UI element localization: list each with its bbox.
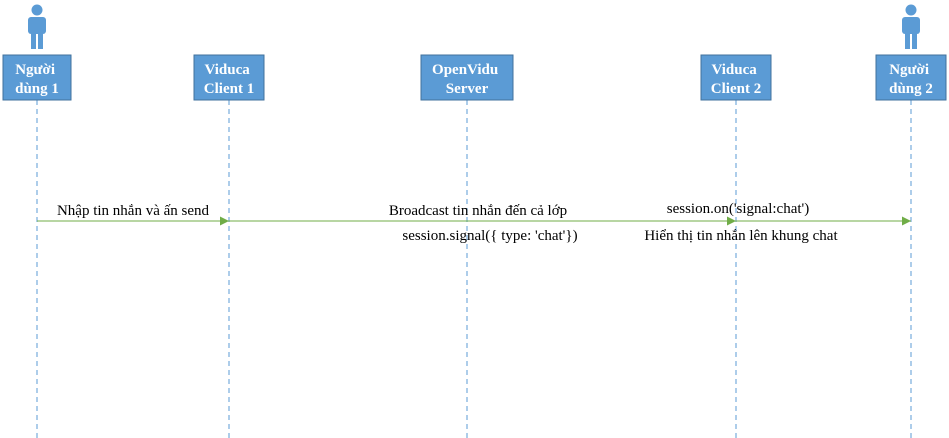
svg-text:OpenVidu Server: OpenVidu Server [432,62,502,97]
participant-label-line: Người [15,62,55,78]
participant-server: OpenVidu Server [420,54,514,101]
participant-client1: Viduca Client 1 [193,54,265,101]
participant-label-line: Viduca [711,62,757,78]
svg-text:Viduca Client 2: Viduca Client 2 [711,62,761,97]
participant-client2: Viduca Client 2 [700,54,772,101]
participant-user1: Người dùng 1 [2,54,72,101]
participant-label-line: Server [446,81,489,97]
participant-label-line: Client 2 [711,81,761,97]
person-icon [902,4,920,49]
message-label: Nhập tin nhắn và ấn send [57,203,210,219]
participant-label-line: dùng 2 [889,81,933,97]
participant-label-line: OpenVidu [432,62,498,78]
person-icon [28,4,46,49]
participant-user2: Người dùng 2 [875,54,947,101]
participant-label-line: Người [889,62,929,78]
message-sublabel: Hiển thị tin nhắn lên khung chat [644,228,838,244]
svg-text:Viduca Client 1: Viduca Client 1 [204,62,254,97]
participant-label-line: Viduca [204,62,250,78]
message-label: Broadcast tin nhắn đến cả lớp [389,203,567,219]
svg-text:Người dùng 1: Người dùng 1 [15,62,59,97]
svg-text:Người dùng 2: Người dùng 2 [889,62,933,97]
message-label: session.on('signal:chat') [667,201,809,217]
participant-label-line: dùng 1 [15,81,59,97]
message-sublabel: session.signal({ type: 'chat'}) [402,228,577,244]
participant-label-line: Client 1 [204,81,254,97]
